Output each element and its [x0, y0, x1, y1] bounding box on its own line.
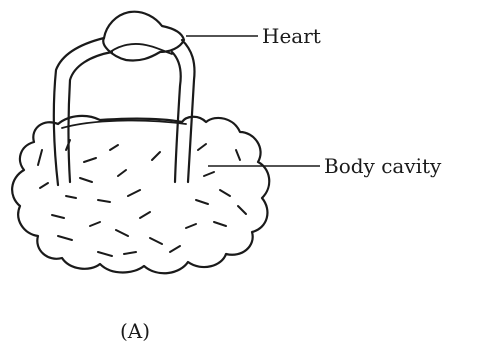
heart-label: Heart — [262, 24, 321, 48]
body-cavity-label: Body cavity — [324, 154, 442, 178]
heart-shape — [103, 12, 184, 61]
body-cavity-shape — [12, 116, 269, 273]
figure-caption: (A) — [120, 319, 150, 343]
